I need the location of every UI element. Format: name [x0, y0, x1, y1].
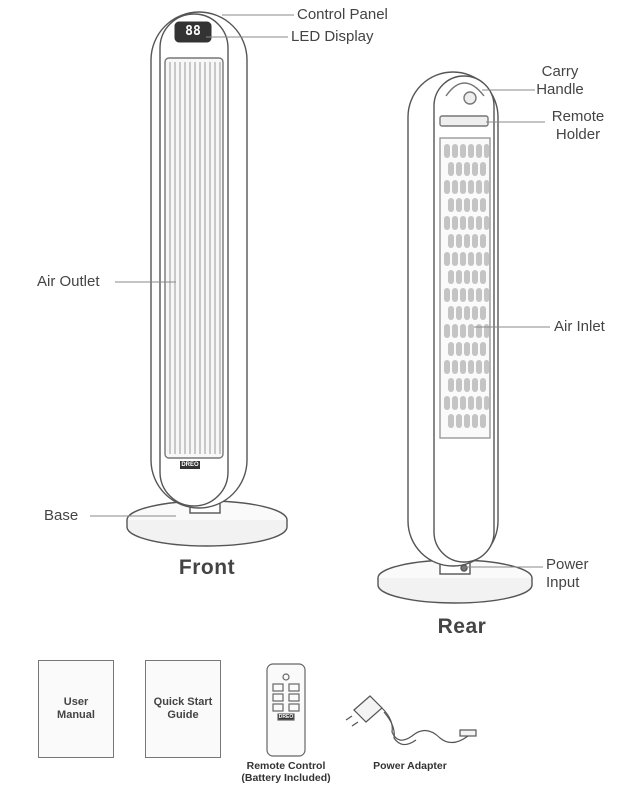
control-panel-label: Control Panel [297, 6, 388, 23]
front-brand-text: DREO [181, 462, 199, 468]
front-outlet-grille [169, 62, 221, 454]
rear-inlet-grille [444, 144, 489, 428]
user-manual-box: User Manual [38, 660, 114, 758]
quick-start-guide-label: Quick Start Guide [153, 696, 213, 721]
power-adapter-drawing [345, 695, 477, 746]
base-label: Base [44, 507, 79, 524]
leader-lines [90, 14, 550, 568]
power-input-label: Power Input [546, 556, 589, 591]
led-display-label: LED Display [291, 28, 374, 45]
front-title: Front [178, 556, 236, 579]
remote-control-caption: Remote Control (Battery Included) [241, 760, 331, 784]
power-adapter-caption: Power Adapter [373, 760, 447, 772]
led-display [174, 21, 212, 43]
user-manual-label: User Manual [57, 696, 95, 721]
carry-handle-label: Carry Handle [536, 63, 584, 98]
quick-start-guide-box: Quick Start Guide [145, 660, 221, 758]
rear-title: Rear [437, 615, 487, 638]
remote-control-drawing [266, 663, 306, 757]
led-display-digits: 88 [185, 24, 201, 39]
air-outlet-label: Air Outlet [37, 273, 100, 290]
air-inlet-label: Air Inlet [554, 318, 605, 335]
front-brand-badge [180, 461, 200, 469]
front-tower [126, 11, 288, 547]
remote-holder-label: Remote Holder [551, 108, 605, 143]
remote-brand-text: DREO [278, 714, 294, 720]
